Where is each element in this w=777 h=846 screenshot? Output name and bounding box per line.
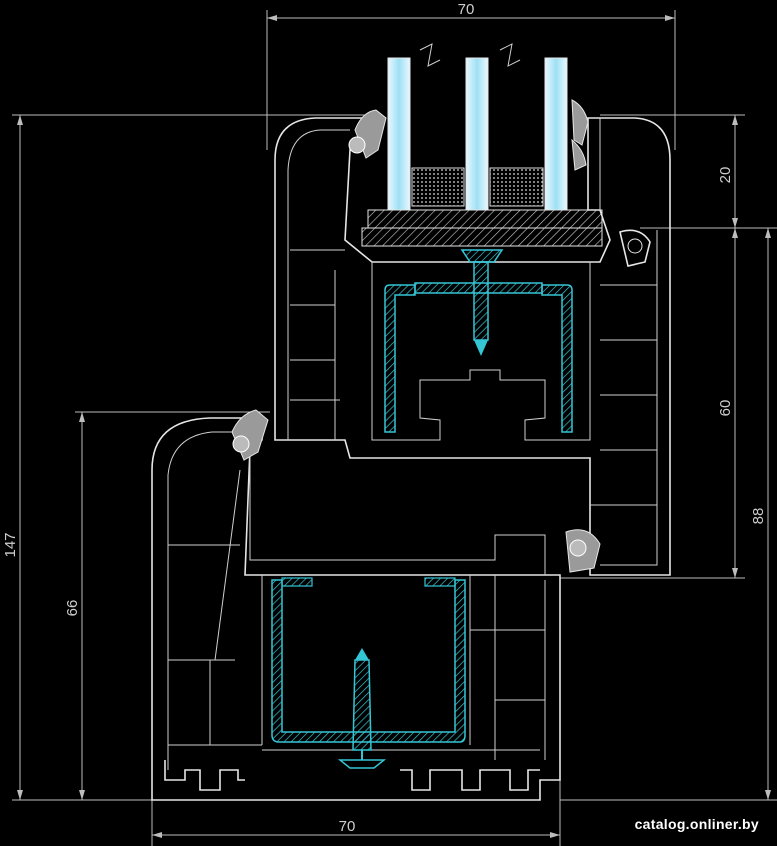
- watermark: catalog.onliner.by: [634, 816, 759, 832]
- dimension-rebate-label: 20: [717, 167, 734, 184]
- dimension-overall-label: 147: [2, 532, 19, 557]
- dimension-glass-rebate: 20: [600, 114, 777, 229]
- screw-top: [460, 249, 504, 356]
- sash-seal-right: [619, 229, 651, 267]
- dimension-sash-label: 60: [717, 400, 734, 417]
- dimension-frame-height: 66: [64, 411, 270, 800]
- triple-glazing: [361, 43, 603, 247]
- dimension-top-label: 70: [458, 1, 475, 18]
- frame-profile: [151, 417, 561, 801]
- frame-seal-left: [231, 409, 269, 461]
- dimension-overall-height: 147: [2, 114, 380, 801]
- dimension-bottom-label: 70: [339, 818, 356, 835]
- frame-seal-right: [565, 529, 601, 573]
- dimension-sash-height: 60: [560, 228, 745, 579]
- dimension-frame-label: 66: [64, 600, 81, 617]
- dimension-sash-total: 88: [560, 228, 777, 801]
- glazing-seal-right: [571, 99, 589, 171]
- dimension-bottom-width: 70: [151, 780, 561, 846]
- frame-steel-reinforcement: [271, 577, 466, 743]
- spacer-right: [489, 167, 544, 207]
- dimension-top-width: 70: [266, 1, 676, 150]
- sash-profile: [274, 117, 671, 576]
- glazing-block: [367, 209, 603, 229]
- dimension-sash-total-label: 88: [750, 508, 767, 525]
- glazing-seal-left: [348, 109, 387, 159]
- spacer-left: [411, 167, 465, 207]
- screw-bottom: [337, 648, 387, 769]
